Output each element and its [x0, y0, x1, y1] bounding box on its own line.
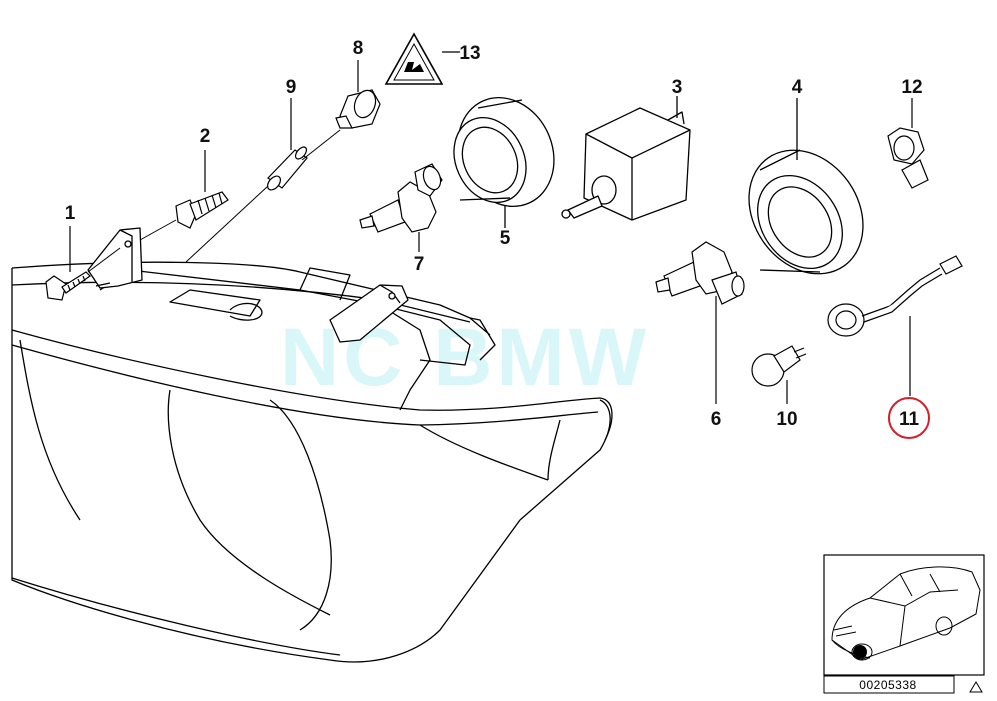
- label-2: 2: [200, 126, 211, 147]
- label-13: 13: [459, 43, 480, 64]
- label-10: 10: [776, 409, 797, 430]
- part-12-bulb-holder: [887, 98, 929, 189]
- car-outline-icon: [831, 566, 981, 661]
- small-triangle-icon: [969, 681, 983, 693]
- part-11-grommet-cable: [827, 255, 963, 396]
- car-location-inset: [823, 554, 985, 676]
- reference-code-box: 00205338: [823, 675, 955, 694]
- leader-2-bracket: [139, 219, 177, 241]
- label-7: 7: [414, 254, 425, 275]
- leader-8-housing: [301, 129, 341, 161]
- part-3-control-unit: [561, 96, 691, 221]
- part-4-cover-ring: [748, 98, 864, 275]
- leader-9-housing: [185, 185, 269, 263]
- part-7-bulb: [359, 163, 443, 252]
- headlight-housing: [11, 261, 613, 663]
- mounting-bracket-right: [329, 284, 409, 343]
- label-9: 9: [286, 77, 297, 98]
- mounting-bracket-left: [87, 227, 143, 289]
- part-10-bulb: [751, 345, 807, 404]
- label-3: 3: [672, 77, 683, 98]
- label-12: 12: [901, 77, 922, 98]
- part-9-bulb: [266, 98, 308, 191]
- highlight-ring: [888, 397, 930, 439]
- leader-1-bracket: [87, 247, 121, 273]
- part-labels: 1 2 3 4 5 6 7 8 9 10 12 13: [65, 38, 923, 430]
- warning-triangle-icon: [384, 32, 460, 85]
- part-8-socket: [335, 60, 381, 129]
- location-marker: [853, 645, 867, 659]
- reference-code: 00205338: [859, 678, 916, 692]
- part-1-screw: [45, 226, 91, 301]
- part-11-callout[interactable]: 11: [888, 397, 930, 439]
- label-8: 8: [353, 38, 364, 59]
- label-4: 4: [792, 77, 803, 98]
- part-2-adjuster: [175, 150, 229, 229]
- label-6: 6: [711, 409, 722, 430]
- label-5: 5: [500, 228, 511, 249]
- label-11: 11: [899, 409, 920, 430]
- label-1: 1: [65, 203, 76, 224]
- part-5-cover-ring: [453, 97, 555, 228]
- part-6-bulb: [655, 241, 745, 404]
